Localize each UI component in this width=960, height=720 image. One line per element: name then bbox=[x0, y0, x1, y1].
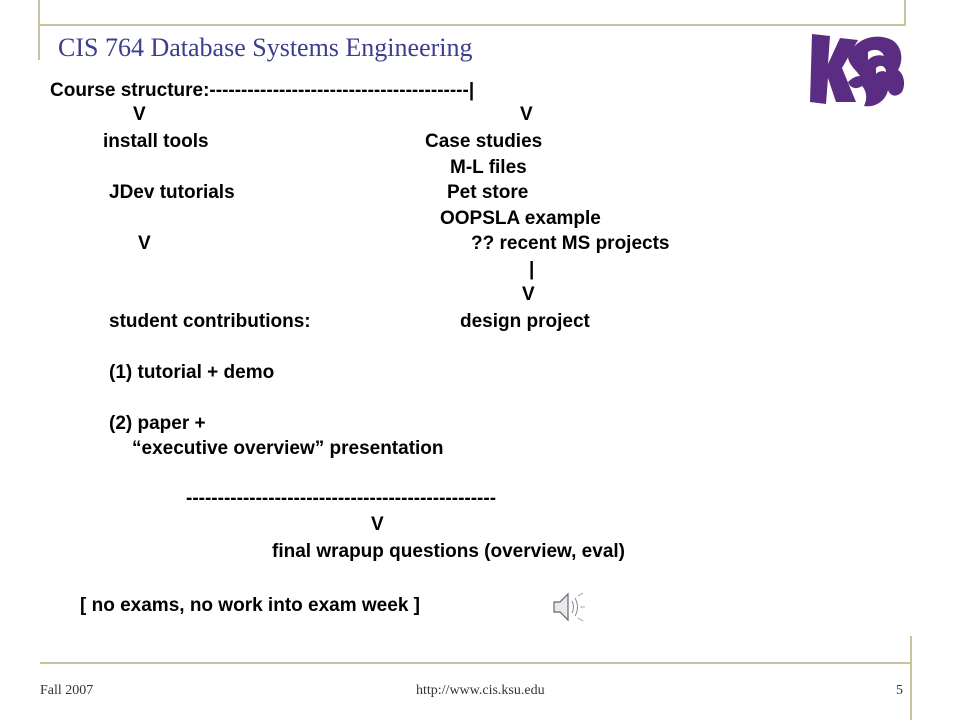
item-1-text: (1) tutorial + demo bbox=[109, 362, 275, 383]
arrow-down-right: V bbox=[520, 104, 533, 125]
arrow-down-bottom: V bbox=[371, 514, 384, 535]
slide-title: CIS 764 Database Systems Engineering bbox=[58, 33, 473, 62]
oopsla-example-text: OOPSLA example bbox=[440, 208, 601, 229]
recent-ms-projects-text: ?? recent MS projects bbox=[471, 233, 670, 254]
item-2-text: (2) paper + bbox=[109, 413, 206, 434]
jdev-tutorials-text: JDev tutorials bbox=[109, 182, 235, 203]
footer-date: Fall 2007 bbox=[40, 683, 94, 698]
arrow-down-left-2: V bbox=[138, 233, 151, 254]
wildcat-logo bbox=[810, 34, 905, 107]
page-number: 5 bbox=[896, 683, 903, 698]
top-right-rule bbox=[904, 0, 906, 24]
student-contributions-text: student contributions: bbox=[109, 311, 311, 332]
ml-files-text: M-L files bbox=[450, 157, 527, 178]
case-studies-text: Case studies bbox=[425, 131, 543, 152]
top-left-rule bbox=[38, 0, 40, 60]
arrow-down-right-2: V bbox=[522, 284, 535, 305]
final-wrapup-text: final wrapup questions (overview, eval) bbox=[272, 541, 625, 562]
bottom-right-rule bbox=[910, 636, 912, 720]
speaker-icon[interactable] bbox=[550, 590, 586, 624]
top-rule bbox=[38, 24, 906, 26]
course-structure-text: Course structure:-----------------------… bbox=[50, 80, 475, 101]
install-tools-text: install tools bbox=[103, 131, 209, 152]
pipe-connector: | bbox=[529, 259, 535, 280]
arrow-down-left: V bbox=[133, 104, 146, 125]
footer-url[interactable]: http://www.cis.ksu.edu bbox=[416, 683, 545, 698]
design-project-text: design project bbox=[460, 311, 590, 332]
no-exams-text: [ no exams, no work into exam week ] bbox=[80, 595, 420, 616]
executive-overview-text: “executive overview” presentation bbox=[132, 438, 444, 459]
dash-line: ----------------------------------------… bbox=[186, 488, 497, 509]
pet-store-text: Pet store bbox=[447, 182, 529, 203]
bottom-rule bbox=[40, 662, 910, 664]
